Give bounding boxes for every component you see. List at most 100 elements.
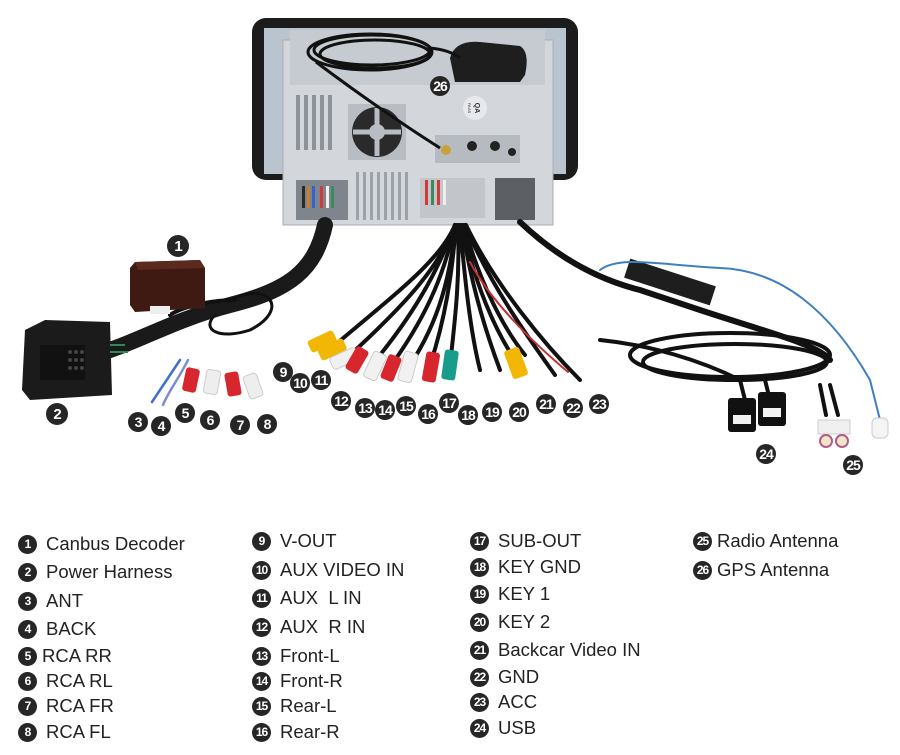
- legend-badge: 23: [470, 692, 489, 712]
- legend-badge: 21: [470, 640, 489, 660]
- callout-25: 25: [843, 455, 863, 475]
- legend-item-rca-fl: 8 RCA FL: [18, 718, 111, 746]
- legend-badge: 4: [18, 619, 37, 639]
- legend-label: RCA FR: [46, 695, 114, 716]
- backcar-video-in-plug: [504, 347, 528, 379]
- legend-badge: 5: [18, 646, 37, 666]
- av-bundle: [333, 223, 582, 382]
- power-harness-bundle: [102, 217, 333, 358]
- legend-label: V-OUT: [280, 530, 337, 551]
- legend-badge: 2: [18, 562, 37, 582]
- legend-label: GPS Antenna: [717, 559, 830, 580]
- antenna-amplifier: [624, 258, 716, 306]
- legend-badge: 8: [18, 722, 37, 742]
- callout-16: 16: [418, 404, 438, 424]
- callout-8: 8: [257, 414, 277, 434]
- legend-badge: 1: [18, 534, 37, 554]
- head-unit: QA PASS: [252, 18, 578, 226]
- legend-badge: 13: [252, 646, 271, 666]
- radio-antenna-connectors: [817, 417, 889, 448]
- gps-antenna-puck: [450, 41, 527, 82]
- gps-cable-coil: [306, 32, 461, 150]
- legend-badge: 26: [693, 560, 712, 580]
- legend-item-rear-r: 16 Rear-R: [252, 718, 340, 746]
- harness-loop: [208, 291, 274, 336]
- cables: [102, 217, 881, 421]
- rca-plugs-speaker: [182, 367, 264, 400]
- legend-badge: 14: [252, 671, 271, 691]
- callout-21: 21: [536, 394, 556, 414]
- rear-r-plug: [421, 351, 441, 383]
- legend-label: RCA FL: [46, 721, 111, 742]
- side-vents: [296, 95, 332, 150]
- legend-label: AUX L IN: [280, 587, 362, 608]
- legend-label: KEY 1: [498, 583, 551, 604]
- canbus-decoder: [130, 260, 205, 314]
- front-r-plug: [380, 354, 402, 382]
- legend-label: RCA RR: [42, 645, 112, 666]
- callout-13: 13: [355, 398, 375, 418]
- power-connector-wires: [302, 186, 334, 208]
- legend-badge: 16: [252, 722, 271, 742]
- legend-label: BACK: [46, 618, 97, 639]
- legend-item-front-r: 14 Front-R: [252, 667, 343, 695]
- callout-9: 9: [273, 362, 293, 382]
- legend-label: KEY GND: [498, 556, 581, 577]
- rca-fr-plug: [224, 371, 242, 397]
- callout-18: 18: [458, 405, 478, 425]
- legend-badge: 24: [470, 718, 489, 738]
- callout-17: 17: [439, 393, 459, 413]
- legend-badge: 11: [252, 588, 271, 608]
- legend-label: ANT: [46, 590, 83, 611]
- legend-label: Rear-L: [280, 695, 337, 716]
- legend-item-backcar-video-in: 21 Backcar Video IN: [470, 636, 641, 664]
- legend-label: Canbus Decoder: [46, 533, 185, 554]
- legend-label: USB: [498, 717, 537, 738]
- gps-connector: [441, 145, 451, 155]
- front-l-plug: [363, 350, 387, 382]
- legend-label: Power Harness: [46, 561, 173, 582]
- qa-sticker-top: QA: [473, 103, 480, 114]
- ant-wire: [150, 358, 182, 404]
- legend-label: AUX VIDEO IN: [280, 559, 405, 580]
- usb-connector-socket: [495, 178, 535, 220]
- legend-label: Radio Antenna: [717, 530, 839, 551]
- callout-11: 11: [311, 370, 331, 390]
- callout-14: 14: [375, 400, 395, 420]
- legend-badge: 12: [252, 617, 271, 637]
- legend-label: Front-R: [280, 670, 343, 691]
- callout-24: 24: [756, 444, 776, 464]
- callout-15: 15: [396, 396, 416, 416]
- legend: 1 Canbus Decoder 2 Power Harness 3 ANT 4 BAC…: [0, 530, 900, 755]
- wiring-diagram: QA PASS: [22, 18, 889, 448]
- callout-6: 6: [200, 410, 220, 430]
- fan-icon: [348, 104, 406, 160]
- legend-label: Backcar Video IN: [498, 639, 641, 660]
- back-wire: [161, 358, 190, 407]
- rca-fl-plug: [242, 372, 264, 400]
- aux-r-in-plug: [345, 346, 369, 374]
- legend-badge: 25: [693, 531, 712, 551]
- legend-badge: 3: [18, 591, 37, 611]
- qa-sticker-bottom: PASS: [467, 103, 472, 114]
- callout-3: 3: [128, 412, 148, 432]
- radio-antenna-blue-wire: [599, 260, 881, 421]
- qa-pass-sticker: [463, 96, 487, 120]
- rca-rr-plug: [182, 367, 200, 393]
- av-connector-socket: [420, 178, 485, 218]
- rca-plugs-av: [307, 330, 528, 384]
- acc-red-wire: [469, 261, 569, 373]
- callout-1: 1: [167, 235, 189, 257]
- power-harness-connector: [22, 320, 128, 400]
- callout-23: 23: [589, 394, 609, 414]
- legend-label: Rear-R: [280, 721, 340, 742]
